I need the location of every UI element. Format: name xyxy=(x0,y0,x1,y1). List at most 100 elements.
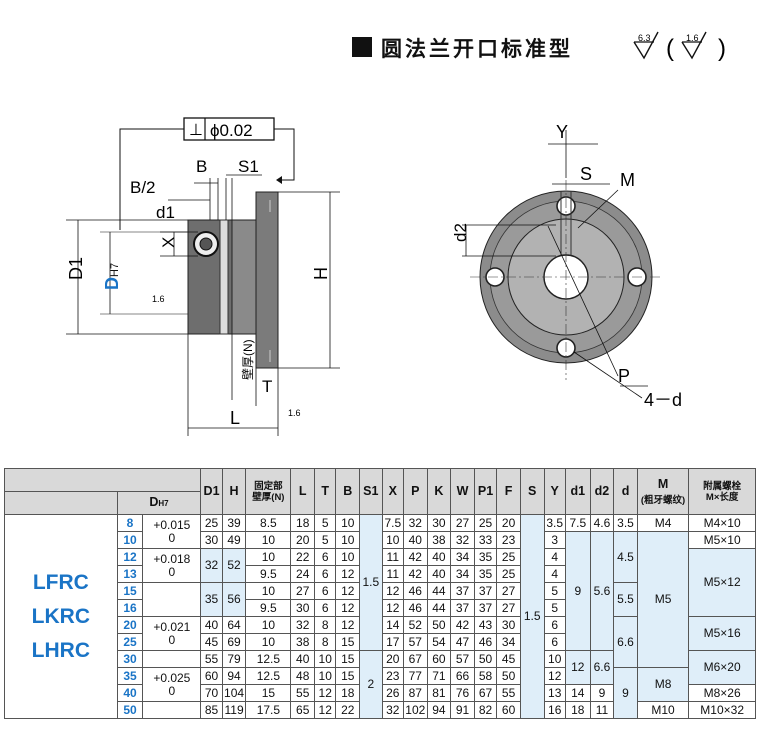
table-cell: 12 xyxy=(313,701,337,719)
table-cell: 42 xyxy=(403,548,428,566)
roughness-small-value-2: 1.6 xyxy=(288,408,301,418)
table-cell: M8 xyxy=(636,667,690,702)
table-cell: 64 xyxy=(221,616,247,634)
table-cell: 15 xyxy=(335,650,361,668)
table-cell: 5 xyxy=(543,582,566,600)
table-cell: M5×16 xyxy=(688,616,756,651)
cell-D: 8 xyxy=(116,514,144,532)
table-cell: M8×26 xyxy=(688,684,756,702)
table-cell: 25 xyxy=(473,514,498,532)
table-cell: 11 xyxy=(381,548,405,566)
table-cell: 4.5 xyxy=(613,531,638,583)
table-cell: 6 xyxy=(313,565,337,583)
header-blank xyxy=(4,491,118,515)
table-cell: 5.6 xyxy=(589,531,615,651)
merged-S: 1.5 xyxy=(519,514,545,719)
table-cell: M10 xyxy=(636,701,690,719)
col-header-M: M(粗牙螺纹) xyxy=(636,468,690,515)
table-cell: 17 xyxy=(381,633,405,651)
table-cell: 32 xyxy=(381,701,405,719)
table-cell: 38 xyxy=(290,633,315,651)
table-cell: 4.6 xyxy=(589,514,615,532)
table-cell: M5×10 xyxy=(688,531,756,549)
table-cell: 12 xyxy=(381,582,405,600)
table-cell: 67 xyxy=(473,684,498,702)
table-cell: 12 xyxy=(313,684,337,702)
col-header-F: F xyxy=(496,468,521,515)
table-cell: 15 xyxy=(335,633,361,651)
table-cell: 7.5 xyxy=(381,514,405,532)
table-cell: 30 xyxy=(496,616,521,634)
table-cell: 12 xyxy=(381,599,405,617)
roughness-1-value: 6.3 xyxy=(638,33,651,43)
table-cell: 3.5 xyxy=(543,514,566,532)
dim-H-label: H xyxy=(311,267,331,280)
table-cell: 10 xyxy=(335,514,361,532)
table-cell: 11 xyxy=(381,565,405,583)
table-cell: 8 xyxy=(313,616,337,634)
spec-table: D1 H 固定部壁厚(N) L T B S1 X P K W P1 F S Y … xyxy=(3,468,756,719)
table-cell: 20 xyxy=(290,531,315,549)
table-cell: 38 xyxy=(426,531,452,549)
table-cell: 10 xyxy=(543,650,566,668)
table-cell: 7.5 xyxy=(564,514,591,532)
table-cell: M6×20 xyxy=(688,650,756,685)
table-cell: M4 xyxy=(636,514,690,532)
table-cell: 34 xyxy=(450,548,475,566)
table-cell: 46 xyxy=(403,582,428,600)
table-cell: 10 xyxy=(245,531,292,549)
table-cell: 43 xyxy=(473,616,498,634)
header: 圆法兰开口标准型 6.3 ( 1.6 ) xyxy=(0,0,763,80)
table-cell: 30 xyxy=(426,514,452,532)
table-cell: 10 xyxy=(245,633,292,651)
table-cell: 15 xyxy=(335,667,361,685)
table-cell: 10 xyxy=(335,531,361,549)
table-cell: 55 xyxy=(200,650,223,668)
title-square-icon xyxy=(352,37,372,57)
table-cell: 16 xyxy=(543,701,566,719)
table-cell: 27 xyxy=(290,582,315,600)
table-cell: 14 xyxy=(381,616,405,634)
table-cell: 11 xyxy=(589,701,615,719)
side-view-drawing: ⊥ ϕ0.02 B S1 B/2 d1 X D1 DH7 xyxy=(66,117,340,436)
dim-T-label: T xyxy=(262,377,272,396)
table-cell: 34 xyxy=(496,633,521,651)
table-cell: 10 xyxy=(116,531,144,549)
table-cell: 6 xyxy=(313,548,337,566)
table-cell: 23 xyxy=(496,531,521,549)
col-header-d1: d1 xyxy=(564,468,591,515)
dim-L-label: L xyxy=(230,408,240,428)
table-cell: M5×12 xyxy=(688,548,756,617)
table-cell: 9.5 xyxy=(245,565,292,583)
table-cell: 54 xyxy=(426,633,452,651)
table-cell: 12.5 xyxy=(245,667,292,685)
table-cell: 91 xyxy=(450,701,475,719)
table-cell: 40 xyxy=(290,650,315,668)
table-cell: 52 xyxy=(221,548,247,583)
table-cell: 50 xyxy=(426,616,452,634)
dim-DH7-sub: H7 xyxy=(109,263,121,277)
roughness-symbols: 6.3 ( 1.6 ) xyxy=(633,31,726,62)
table-cell: 20 xyxy=(381,650,405,668)
table-cell: 24 xyxy=(290,565,315,583)
table-cell: 60 xyxy=(426,650,452,668)
table-cell: 55 xyxy=(290,684,315,702)
table-cell: 40 xyxy=(200,616,223,634)
table-cell: 79 xyxy=(221,650,247,668)
table-cell: 27 xyxy=(450,514,475,532)
col-header-L: L xyxy=(290,468,315,515)
table-cell: 40 xyxy=(403,531,428,549)
svg-text:DH7: DH7 xyxy=(102,263,122,290)
table-cell: 50 xyxy=(473,650,498,668)
table-cell: 50 xyxy=(116,701,144,719)
table-cell: M4×10 xyxy=(688,514,756,532)
dim-P-label: P xyxy=(618,366,630,386)
table-cell: 37 xyxy=(450,582,475,600)
table-cell: 30 xyxy=(290,599,315,617)
table-cell: 77 xyxy=(403,667,428,685)
table-cell: 8 xyxy=(313,633,337,651)
